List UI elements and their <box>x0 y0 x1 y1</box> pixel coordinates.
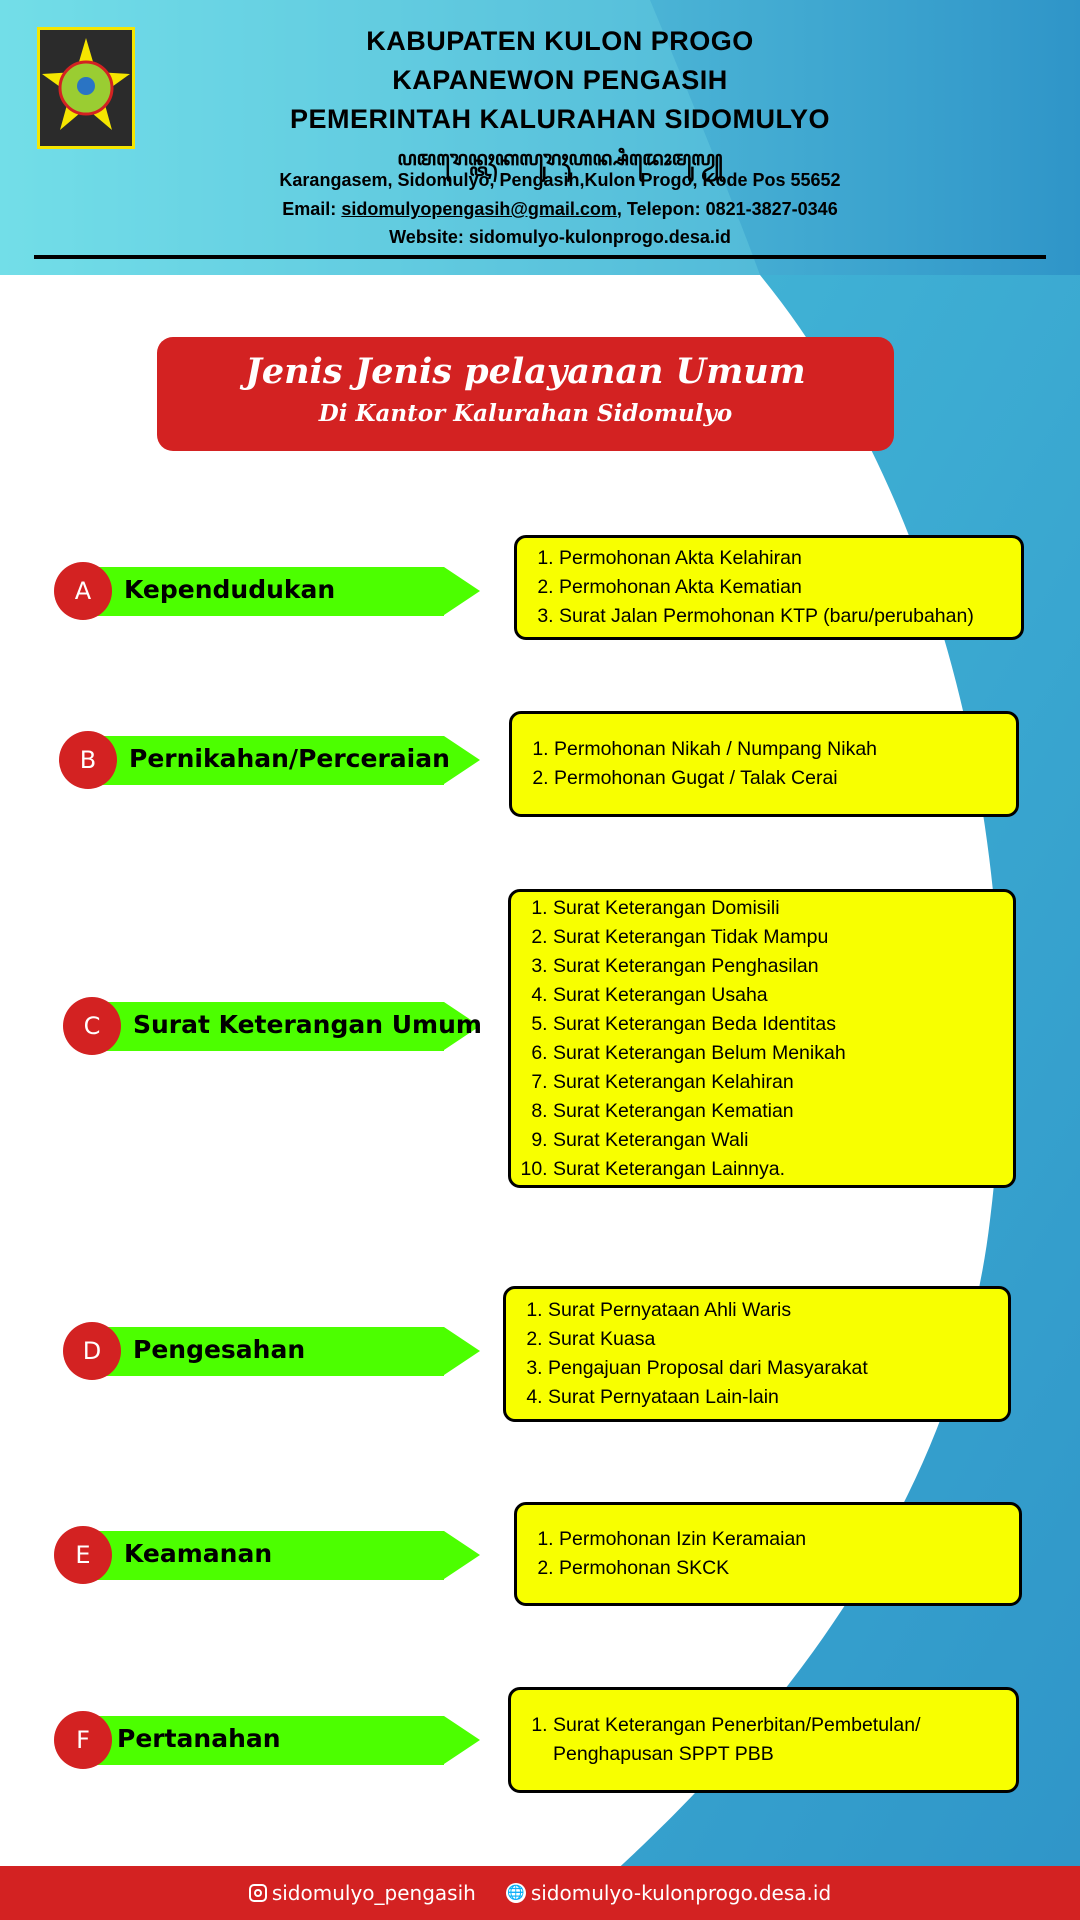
service-item: Surat Keterangan Wali <box>553 1126 846 1155</box>
header-website: Website: sidomulyo-kulonprogo.desa.id <box>389 227 731 247</box>
service-item: Surat Keterangan Penerbitan/Pembetulan/ … <box>553 1711 973 1769</box>
category-letter-badge: E <box>54 1526 112 1584</box>
service-item: Permohonan Akta Kematian <box>559 573 974 602</box>
category-arrow <box>92 566 444 616</box>
service-item: Permohonan SKCK <box>559 1554 806 1583</box>
service-items-box: Surat Keterangan DomisiliSurat Keteranga… <box>508 889 1016 1188</box>
service-item: Surat Pernyataan Ahli Waris <box>548 1296 868 1325</box>
service-items-list: Permohonan Nikah / Numpang NikahPermohon… <box>512 735 887 793</box>
category-name: Keamanan <box>124 1539 273 1568</box>
phone-text: , Telepon: 0821-3827-0346 <box>616 199 838 219</box>
service-item: Surat Keterangan Belum Menikah <box>553 1039 846 1068</box>
category-arrow <box>92 1715 444 1765</box>
email-link[interactable]: sidomulyopengasih@gmail.com <box>341 199 617 219</box>
arrow-head <box>444 1715 480 1764</box>
service-items-list: Permohonan Izin KeramaianPermohonan SKCK <box>517 1525 816 1583</box>
service-item: Surat Keterangan Penghasilan <box>553 952 846 981</box>
page-subtitle: Di Kantor Kalurahan Sidomulyo <box>318 400 733 427</box>
header-village-government: PEMERINTAH KALURAHAN SIDOMULYO <box>289 104 830 134</box>
footer-website[interactable]: 🌐 sidomulyo-kulonprogo.desa.id <box>505 1881 832 1905</box>
arrow-head <box>444 735 480 784</box>
service-items-list: Permohonan Akta KelahiranPermohonan Akta… <box>517 544 984 631</box>
service-items-box: Surat Pernyataan Ahli WarisSurat KuasaPe… <box>503 1286 1011 1422</box>
footer-bar: sidomulyo_pengasih 🌐 sidomulyo-kulonprog… <box>0 1866 1080 1920</box>
arrow-head <box>444 1530 480 1579</box>
category-letter-badge: A <box>54 562 112 620</box>
header-divider <box>34 255 1046 259</box>
service-item: Surat Keterangan Lainnya. <box>553 1155 846 1184</box>
header-district: KAPANEWON PENGASIH <box>392 65 728 95</box>
header-javanese-script: ꦥꦩꦫꦺꦤ꧀ꦠꦃꦏꦭꦸꦫꦃꦲꦤ꧀ꦱꦶꦢꦺꦴꦩꦸꦭꦾ <box>397 146 723 170</box>
service-item: Surat Pernyataan Lain-lain <box>548 1383 868 1412</box>
category-arrow <box>101 1001 444 1051</box>
category-arrow <box>92 1530 444 1580</box>
service-items-box: Surat Keterangan Penerbitan/Pembetulan/ … <box>508 1687 1019 1793</box>
category-name: Surat Keterangan Umum <box>133 1010 482 1039</box>
service-item: Surat Jalan Permohonan KTP (baru/perubah… <box>559 602 974 631</box>
service-item: Surat Keterangan Kelahiran <box>553 1068 846 1097</box>
category-letter-badge: C <box>63 997 121 1055</box>
category-letter-badge: B <box>59 731 117 789</box>
category-name: Pengesahan <box>133 1335 306 1364</box>
kulon-progo-logo <box>37 27 135 149</box>
category-name: Kependudukan <box>124 575 336 604</box>
category-name: Pernikahan/Perceraian <box>129 744 450 773</box>
footer-instagram[interactable]: sidomulyo_pengasih <box>248 1881 476 1905</box>
service-item: Permohonan Izin Keramaian <box>559 1525 806 1554</box>
category-letter-badge: F <box>54 1711 112 1769</box>
title-banner: Jenis Jenis pelayanan Umum Di Kantor Kal… <box>157 337 894 451</box>
service-items-list: Surat Pernyataan Ahli WarisSurat KuasaPe… <box>506 1296 878 1412</box>
service-item: Permohonan Akta Kelahiran <box>559 544 974 573</box>
header-contact: Email: sidomulyopengasih@gmail.com, Tele… <box>160 199 960 220</box>
header-regency: KABUPATEN KULON PROGO <box>366 26 754 56</box>
category-arrow <box>97 735 444 785</box>
globe-icon: 🌐 <box>505 1883 526 1903</box>
service-item: Surat Keterangan Tidak Mampu <box>553 923 846 952</box>
service-item: Surat Keterangan Kematian <box>553 1097 846 1126</box>
instagram-handle: sidomulyo_pengasih <box>271 1881 476 1905</box>
service-items-list: Surat Keterangan Penerbitan/Pembetulan/ … <box>511 1711 983 1769</box>
service-item: Permohonan Gugat / Talak Cerai <box>554 764 877 793</box>
service-items-list: Surat Keterangan DomisiliSurat Keteranga… <box>511 894 856 1184</box>
service-item: Permohonan Nikah / Numpang Nikah <box>554 735 877 764</box>
service-items-box: Permohonan Izin KeramaianPermohonan SKCK <box>514 1502 1022 1606</box>
header-address: Karangasem, Sidomulyo, Pengasih,Kulon Pr… <box>279 170 841 190</box>
service-item: Surat Kuasa <box>548 1325 868 1354</box>
service-item: Surat Keterangan Domisili <box>553 894 846 923</box>
page-title: Jenis Jenis pelayanan Umum <box>245 351 806 392</box>
arrow-head <box>444 1326 480 1375</box>
arrow-head <box>444 566 480 615</box>
service-items-box: Permohonan Akta KelahiranPermohonan Akta… <box>514 535 1024 640</box>
category-letter-badge: D <box>63 1322 121 1380</box>
instagram-icon <box>248 1884 267 1902</box>
footer-website-text: sidomulyo-kulonprogo.desa.id <box>530 1881 832 1905</box>
arrow-head <box>444 1001 480 1050</box>
service-items-box: Permohonan Nikah / Numpang NikahPermohon… <box>509 711 1019 817</box>
email-label: Email: <box>282 199 342 219</box>
service-item: Surat Keterangan Beda Identitas <box>553 1010 846 1039</box>
service-item: Surat Keterangan Usaha <box>553 981 846 1010</box>
category-name: Pertanahan <box>117 1724 281 1753</box>
service-item: Pengajuan Proposal dari Masyarakat <box>548 1354 868 1383</box>
category-arrow <box>101 1326 444 1376</box>
